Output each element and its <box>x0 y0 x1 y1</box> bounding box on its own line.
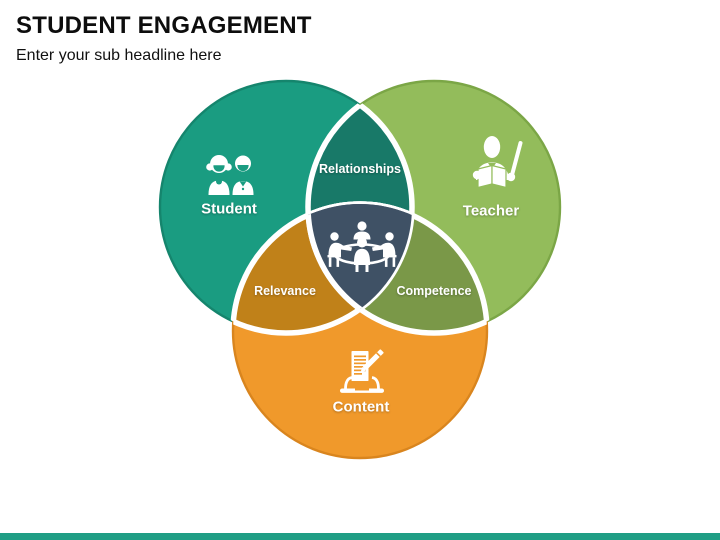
page-title: STUDENT ENGAGEMENT <box>16 12 312 39</box>
students-icon <box>206 155 254 195</box>
region-label-relationships: Relationships <box>319 162 401 176</box>
document-pencil-icon <box>340 349 384 393</box>
footer-accent-bar <box>0 533 720 540</box>
separator-arc <box>308 81 415 333</box>
circle-label-teacher: Teacher <box>462 202 520 220</box>
circle-label-student: Student <box>201 200 257 218</box>
circle-label-content: Content <box>332 398 390 416</box>
region-label-competence: Competence <box>396 284 472 298</box>
header: STUDENT ENGAGEMENT Enter your sub headli… <box>16 12 312 65</box>
meeting-icon <box>327 221 397 272</box>
page-subtitle: Enter your sub headline here <box>16 47 222 64</box>
region-label-relevance: Relevance <box>254 284 316 298</box>
teacher-icon <box>472 136 523 189</box>
